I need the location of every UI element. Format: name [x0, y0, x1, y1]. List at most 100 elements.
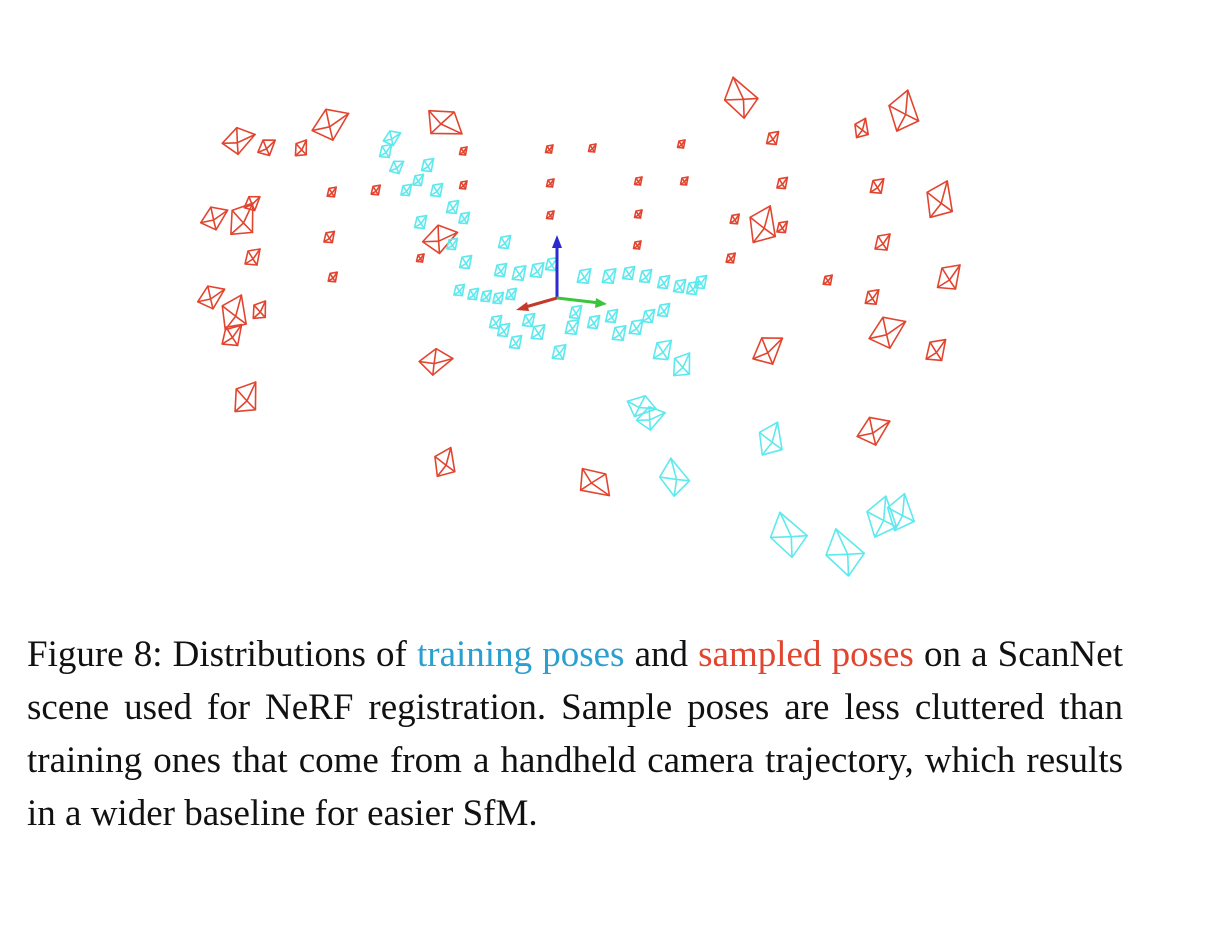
sampled-pose-46	[925, 338, 947, 362]
training-pose-38	[586, 314, 601, 330]
training-pose-5	[429, 182, 444, 198]
training-pose-21	[656, 274, 671, 290]
sampled-pose-51	[434, 446, 456, 478]
training-pose-33	[530, 323, 546, 341]
sampled-pose-41	[221, 294, 247, 331]
sampled-pose-48	[752, 337, 784, 365]
training-pose-24	[693, 274, 708, 290]
caption-sampled-poses: sampled poses	[698, 634, 914, 675]
training-pose-17	[576, 267, 592, 285]
training-pose-6	[412, 173, 425, 187]
training-pose-35	[551, 343, 567, 361]
sampled-pose-5	[723, 76, 759, 119]
caption-training-poses: training poses	[416, 634, 625, 675]
sampled-pose-40	[196, 285, 226, 310]
training-pose-51	[825, 528, 866, 577]
training-pose-9	[413, 214, 428, 230]
training-pose-22	[672, 278, 687, 294]
sampled-pose-19	[676, 139, 686, 149]
sampled-pose-14	[421, 224, 459, 255]
sampled-pose-1	[257, 139, 277, 157]
training-pose-43	[656, 302, 671, 318]
sampled-pose-31	[244, 248, 261, 266]
sampled-pose-20	[545, 178, 555, 188]
training-pose-15	[529, 261, 545, 279]
training-pose-32	[521, 312, 536, 328]
training-pose-47	[635, 405, 666, 431]
training-pose-10	[446, 237, 459, 251]
sampled-pose-13	[370, 184, 382, 196]
training-pose-3	[420, 157, 435, 173]
axis-z-head	[552, 235, 562, 248]
training-pose-16	[544, 256, 559, 272]
training-pose-41	[628, 318, 644, 336]
sampled-pose-24	[869, 177, 885, 195]
training-pose-36	[564, 318, 580, 336]
training-pose-42	[641, 308, 656, 324]
sampled-pose-33	[415, 253, 425, 263]
training-pose-29	[505, 287, 518, 301]
training-pose-26	[467, 287, 480, 301]
training-pose-2	[388, 160, 405, 175]
sampled-pose-7	[854, 117, 869, 139]
training-pose-11	[497, 234, 512, 250]
caption-body: on a ScanNet scene used for NeRF registr…	[27, 634, 1123, 834]
sampled-pose-6	[765, 130, 780, 146]
sampled-pose-3	[311, 108, 350, 141]
training-pose-0	[382, 130, 402, 147]
sampled-pose-35	[725, 252, 737, 264]
sampled-pose-21	[633, 176, 643, 186]
sampled-pose-49	[234, 381, 257, 413]
sampled-pose-26	[633, 209, 643, 219]
sampled-pose-36	[874, 233, 891, 251]
coordinate-axes	[516, 235, 607, 311]
sampled-pose-28	[749, 205, 777, 244]
training-pose-52	[866, 495, 898, 538]
training-pose-50	[769, 511, 808, 559]
sampled-pose-11	[243, 195, 261, 212]
sampled-pose-37	[327, 271, 339, 283]
sampled-pose-27	[729, 213, 741, 225]
sampled-pose-9	[199, 206, 229, 231]
training-pose-45	[672, 352, 691, 377]
sampled-pose-16	[458, 146, 468, 156]
sampled-poses-group	[196, 76, 961, 497]
axis-x-head	[516, 302, 529, 311]
training-pose-39	[604, 308, 619, 324]
sampled-pose-32	[323, 230, 336, 244]
training-pose-27	[480, 289, 493, 303]
sampled-pose-0	[221, 126, 256, 156]
figure-caption: Figure 8: Distributions of training pose…	[27, 628, 1123, 840]
sampled-pose-42	[221, 323, 243, 347]
training-pose-28	[492, 291, 505, 305]
sampled-pose-43	[252, 300, 267, 320]
training-pose-7	[445, 199, 460, 215]
axis-y	[556, 296, 601, 305]
training-pose-1	[378, 143, 393, 159]
sampled-pose-34	[632, 240, 642, 250]
training-pose-8	[458, 211, 471, 225]
sampled-pose-23	[776, 176, 789, 190]
sampled-pose-45	[868, 316, 907, 349]
sampled-pose-52	[579, 467, 611, 497]
sampled-pose-12	[326, 186, 338, 198]
sampled-pose-50	[856, 416, 891, 446]
training-pose-13	[493, 262, 508, 278]
training-pose-18	[601, 267, 617, 285]
training-pose-40	[611, 324, 627, 342]
sampled-pose-15	[458, 180, 468, 190]
sampled-pose-22	[679, 176, 689, 186]
training-pose-34	[508, 334, 523, 350]
training-pose-31	[496, 322, 511, 338]
sampled-pose-17	[544, 144, 554, 154]
training-pose-14	[511, 264, 527, 282]
training-poses-group	[378, 130, 916, 577]
training-pose-49	[658, 457, 691, 498]
training-pose-53	[886, 492, 916, 532]
axis-y-head	[595, 298, 607, 308]
training-pose-46	[626, 395, 657, 418]
training-pose-19	[621, 265, 636, 281]
sampled-pose-29	[776, 220, 789, 234]
training-pose-44	[652, 339, 673, 361]
sampled-pose-30	[926, 180, 954, 219]
